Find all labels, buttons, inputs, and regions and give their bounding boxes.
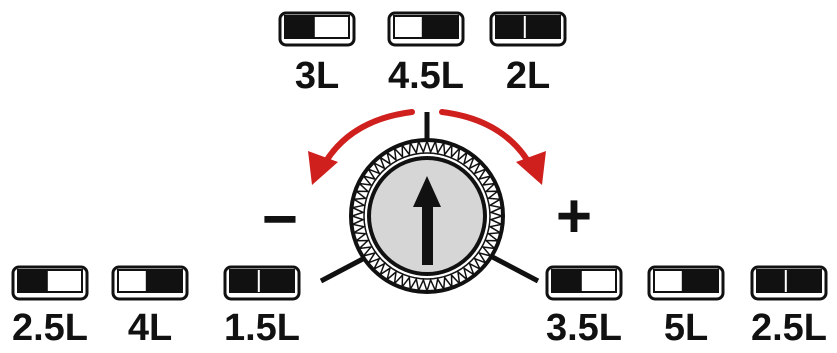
top-settings-group: 3L 4.5L 2L (278, 11, 567, 97)
up-arrow-icon (413, 176, 441, 265)
serrated-dial-icon (349, 138, 505, 294)
right_settings-label-2: 2.5L (751, 307, 827, 349)
flush-button-icon (223, 265, 301, 301)
top_settings-label-0: 3L (295, 55, 339, 97)
left-settings-group: 2.5L 4L 1.5L (11, 265, 301, 349)
flush-button-icon (545, 265, 623, 301)
dial-teeth (349, 138, 505, 294)
flush-button-icon (647, 265, 725, 301)
flush-button-icon (111, 265, 189, 301)
left_settings-label-0: 2.5L (12, 307, 88, 349)
dial-inner-ring (363, 152, 491, 280)
curved-arrow-left-icon (308, 109, 415, 185)
flush-button-icon (750, 265, 828, 301)
right_settings-label-0: 3.5L (546, 307, 622, 349)
left_settings-label-1: 4L (128, 307, 172, 349)
left_settings-label-2: 1.5L (224, 307, 300, 349)
right-settings-group: 3.5L 5L 2.5L (545, 265, 828, 349)
top_settings-label-2: 2L (506, 55, 550, 97)
curved-arrow-right-icon (439, 109, 546, 185)
flush-button-icon (278, 11, 356, 47)
right_settings-label-1: 5L (664, 307, 708, 349)
plus-sign: + (556, 182, 592, 251)
flush-button-icon (11, 265, 89, 301)
flush-button-icon (489, 11, 567, 47)
minus-sign: − (262, 185, 298, 254)
top_settings-label-1: 4.5L (388, 55, 464, 97)
flush-button-icon (387, 11, 465, 47)
